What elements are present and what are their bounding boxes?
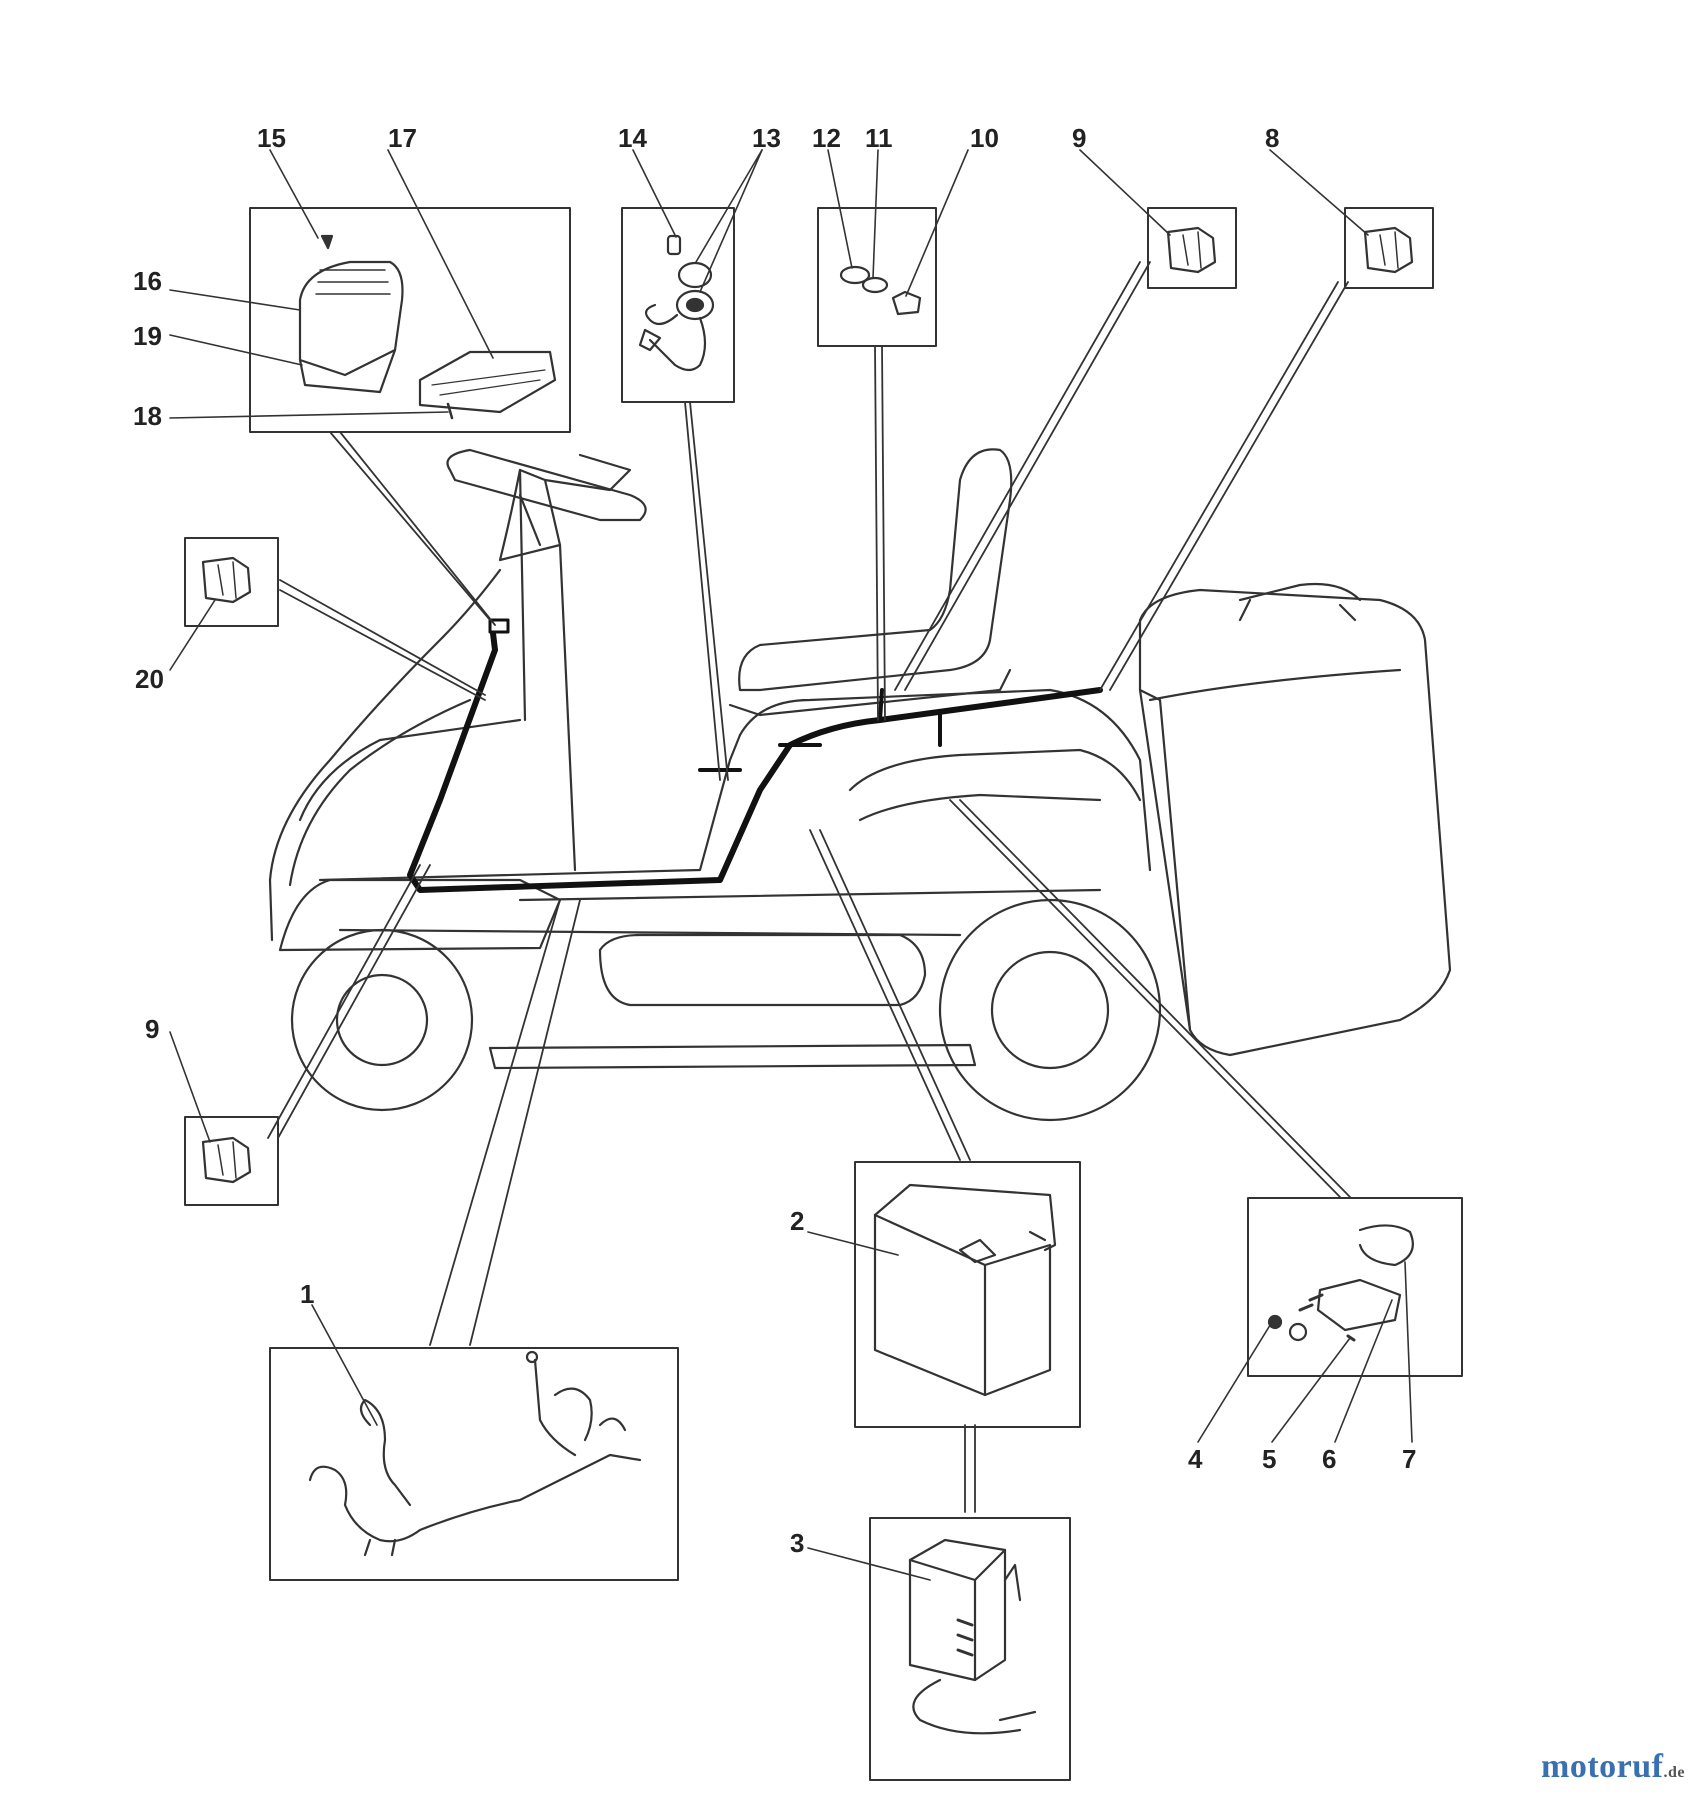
callout-1: 1	[300, 1279, 314, 1309]
inset-boxes	[184, 207, 1463, 1781]
callout-15: 15	[257, 123, 286, 153]
brand-logo-text: motoruf	[1541, 1748, 1664, 1785]
switch-9-top-sketch	[1166, 226, 1217, 274]
callout-17: 17	[388, 123, 417, 153]
callout-4: 4	[1188, 1444, 1203, 1474]
charger-sketch	[908, 1538, 1037, 1735]
wiring-harness-sketch	[308, 1350, 642, 1557]
callout-9-bottom: 9	[145, 1014, 159, 1044]
callout-16: 16	[133, 266, 162, 296]
ignition-switch-parts	[638, 234, 715, 372]
leader-lines	[267, 261, 1351, 1513]
callout-12: 12	[812, 123, 841, 153]
callout-10: 10	[970, 123, 999, 153]
lamp-parts	[839, 265, 922, 316]
callout-13: 13	[752, 123, 781, 153]
callout-leaders	[169, 149, 1413, 1581]
lawn-tractor-outline	[268, 448, 1452, 1122]
callout-18: 18	[133, 401, 162, 431]
battery-sketch	[873, 1183, 1057, 1397]
callout-9-top: 9	[1072, 123, 1086, 153]
control-module-parts	[298, 234, 557, 420]
callout-5: 5	[1262, 1444, 1276, 1474]
switch-8-sketch	[1363, 226, 1414, 274]
solenoid-parts	[1267, 1224, 1414, 1342]
callout-3: 3	[790, 1528, 804, 1558]
brand-suffix: .de	[1663, 1764, 1685, 1781]
callout-6: 6	[1322, 1444, 1336, 1474]
callout-2: 2	[790, 1206, 804, 1236]
callout-7: 7	[1402, 1444, 1416, 1474]
callout-11: 11	[865, 123, 893, 153]
callout-19: 19	[133, 321, 162, 351]
callout-labels: 15 17 16 19 18 14 13 12 11 10 9 8 20 9 1…	[133, 123, 1416, 1558]
callout-8: 8	[1265, 123, 1279, 153]
brand-logo: motoruf.de	[1541, 1748, 1685, 1786]
switch-9-bottom-sketch	[201, 1136, 252, 1184]
switch-20-sketch	[201, 556, 252, 604]
callout-20: 20	[135, 664, 164, 694]
callout-14: 14	[618, 123, 647, 153]
